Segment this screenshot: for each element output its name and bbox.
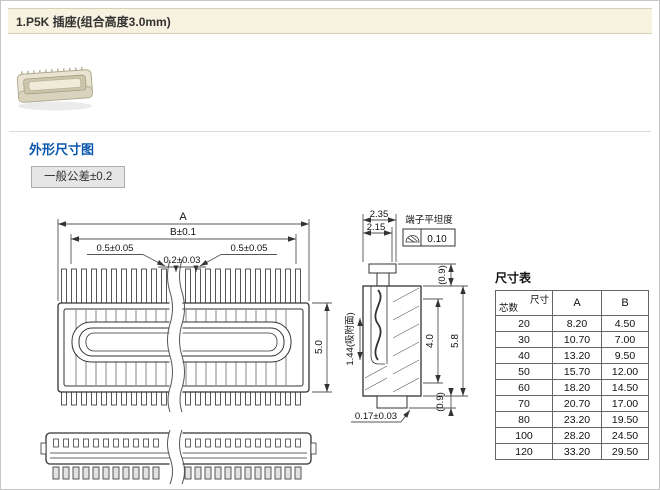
cell-b: 7.00 xyxy=(601,331,649,348)
cell-a: 18.20 xyxy=(552,379,602,396)
cell-b: 9.50 xyxy=(601,347,649,364)
col-header-b: B xyxy=(601,290,649,316)
cell-a: 23.20 xyxy=(552,411,602,428)
dimension-drawing: A B±0.1 0.5±0.05 0.5±0.05 0.2±0.03 xyxy=(40,209,468,485)
dim-pitch-left-label: 0.5±0.05 xyxy=(97,243,134,254)
dim-height-label: 5.0 xyxy=(314,340,325,354)
cell-a: 15.70 xyxy=(552,363,602,380)
cell-b: 14.50 xyxy=(601,379,649,396)
corner-label-size: 尺寸 xyxy=(529,295,549,306)
dim-215-label: 2.15 xyxy=(367,222,386,233)
dim-017-label: 0.17±0.03 xyxy=(355,411,397,422)
cell-pins: 50 xyxy=(495,363,553,380)
dim-suction-label: 1.44(吸附面) xyxy=(344,312,356,365)
table-corner-cell: 尺寸 芯数 xyxy=(495,290,553,316)
product-photo xyxy=(16,67,93,111)
hatch-bottom-wall xyxy=(364,365,388,391)
table-title: 尺寸表 xyxy=(495,271,532,285)
col-header-a: A xyxy=(552,290,602,316)
cell-a: 33.20 xyxy=(552,443,602,460)
section-divider xyxy=(9,131,651,132)
cell-a: 28.20 xyxy=(552,427,602,444)
cell-b: 4.50 xyxy=(601,315,649,332)
cell-a: 10.70 xyxy=(552,331,602,348)
cell-pins: 70 xyxy=(495,395,553,412)
dim-40-label: 4.0 xyxy=(425,334,436,348)
front-view xyxy=(57,268,310,406)
cell-pins: 80 xyxy=(495,411,553,428)
cell-pins: 100 xyxy=(495,427,553,444)
cell-b: 19.50 xyxy=(601,411,649,428)
cell-pins: 30 xyxy=(495,331,553,348)
page-title: 1.P5K 插座(组合高度3.0mm) xyxy=(16,14,171,29)
dim-09-top-label: (0.9) xyxy=(437,265,448,285)
hatch-right-wall xyxy=(392,287,420,393)
cell-pins: 20 xyxy=(495,315,553,332)
cell-b: 17.00 xyxy=(601,395,649,412)
corner-label-pins: 芯数 xyxy=(499,303,519,314)
flatness-label: 端子平坦度 xyxy=(405,214,453,226)
cell-b: 24.50 xyxy=(601,427,649,444)
cell-b: 29.50 xyxy=(601,443,649,460)
dimension-annotations: A B±0.1 0.5±0.05 0.5±0.05 0.2±0.03 xyxy=(57,209,468,423)
tolerance-note: 一般公差±0.2 xyxy=(31,166,126,188)
flatness-value: 0.10 xyxy=(427,234,447,245)
cell-b: 12.00 xyxy=(601,363,649,380)
cell-a: 20.70 xyxy=(552,395,602,412)
side-view xyxy=(362,263,422,409)
cell-a: 8.20 xyxy=(552,315,602,332)
page-header: 1.P5K 插座(组合高度3.0mm) xyxy=(8,8,652,34)
dim-b-label: B±0.1 xyxy=(170,227,196,238)
cell-pins: 60 xyxy=(495,379,553,396)
table-header-row: 尺寸 芯数 A B xyxy=(495,290,649,316)
dim-09-bottom-label: (0.9) xyxy=(435,392,446,412)
cell-a: 13.20 xyxy=(552,347,602,364)
dim-58-label: 5.8 xyxy=(450,334,461,348)
section-title: 外形尺寸图 xyxy=(29,142,95,157)
dim-pitch-right-label: 0.5±0.05 xyxy=(231,243,268,254)
dim-235-label: 2.35 xyxy=(370,209,389,220)
dim-center-gap-label: 0.2±0.03 xyxy=(164,255,201,266)
cell-pins: 120 xyxy=(495,443,553,460)
dim-a-label: A xyxy=(179,211,187,223)
cell-pins: 40 xyxy=(495,347,553,364)
break-lines xyxy=(167,259,185,485)
